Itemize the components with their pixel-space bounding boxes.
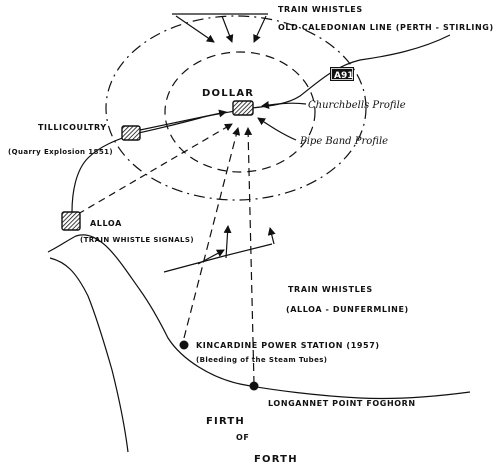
- railway-line: [71, 34, 451, 213]
- label-alloa-signals: (TRAIN WHISTLE SIGNALS): [80, 236, 194, 244]
- road-label: A91: [334, 71, 354, 81]
- outer-sound-range-circle: [105, 15, 367, 201]
- lower-whistle-arrow-2: [223, 225, 232, 259]
- label-churchbells-profile: Churchbells Profile: [308, 100, 406, 111]
- alloa-marker: [61, 211, 81, 231]
- coastline-north: [47, 234, 471, 400]
- top-whistle-arrow-2: [221, 15, 234, 43]
- pipe-band-pointer: [257, 117, 297, 141]
- tillicoultry-marker: [121, 125, 141, 141]
- label-train-whistles-top: TRAIN WHISTLES: [278, 5, 363, 14]
- lower-whistle-bracket: [163, 243, 273, 273]
- label-old-caledonian-line: OLD CALEDONIAN LINE (PERTH - STIRLING): [278, 23, 494, 32]
- alloa-sound-path: [77, 123, 233, 215]
- top-whistle-arrow-1: [175, 15, 215, 43]
- lower-whistle-arrow-3: [267, 227, 276, 245]
- label-pipe-band-profile: Pipe Band Profile: [299, 136, 388, 147]
- label-kincardine-note: (Bleeding of the Steam Tubes): [196, 356, 327, 364]
- road-shield: [330, 67, 354, 81]
- coastline-south: [49, 257, 129, 453]
- longannet-marker: [249, 381, 259, 391]
- label-alloa-dunfermline: (ALLOA - DUNFERMLINE): [286, 305, 409, 314]
- lower-whistle-arrow-1: [197, 249, 225, 265]
- label-tillicoultry: TILLICOULTRY: [38, 123, 107, 132]
- label-longannet: LONGANNET POINT FOGHORN: [268, 399, 416, 408]
- kincardine-sound-path: [183, 127, 241, 339]
- kincardine-marker: [179, 340, 189, 350]
- longannet-sound-path: [244, 127, 255, 385]
- label-of: OF: [236, 433, 249, 442]
- label-firth: FIRTH: [206, 416, 245, 427]
- label-train-whistles-lower: TRAIN WHISTLES: [288, 285, 373, 294]
- tillicoultry-to-dollar-arrow: [139, 109, 227, 131]
- label-alloa: ALLOA: [90, 219, 122, 228]
- label-quarry-explosion: (Quarry Explosion 1851): [8, 148, 113, 156]
- top-whistle-arrow-3: [253, 15, 267, 43]
- label-kincardine: KINCARDINE POWER STATION (1957): [196, 341, 380, 350]
- dollar-marker: [232, 100, 254, 116]
- label-dollar: DOLLAR: [202, 88, 254, 99]
- churchbells-pointer: [261, 101, 307, 109]
- label-forth: FORTH: [254, 454, 298, 465]
- inner-sound-range-circle: [164, 51, 316, 173]
